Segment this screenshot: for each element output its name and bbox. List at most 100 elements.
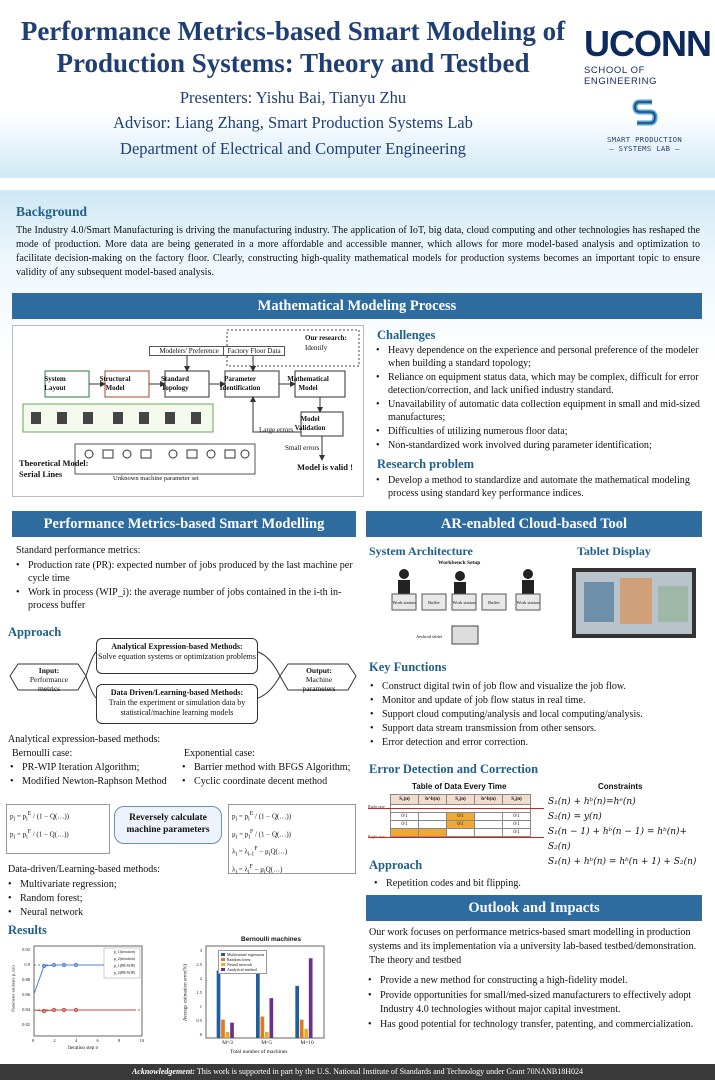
edc-cell: 0/1 xyxy=(502,820,531,829)
research-problem-list: Develop a method to standardize and auto… xyxy=(374,474,694,501)
bernoulli-list: PR-WIP Iteration Algorithm; Modified New… xyxy=(8,761,178,789)
data-driven-box-title: Data Driven/Learning-based Methods: xyxy=(110,688,244,697)
label-unknown-params: Unknown machine parameter set xyxy=(113,475,199,482)
tablet-display-image xyxy=(572,568,696,638)
structural-model-box xyxy=(104,370,150,398)
datadriven-item: Neural network xyxy=(6,906,206,919)
constraints-list: S₁(n) + hᵇ(n)=hᵉ(n) S₂(n) = y(n) S₁(n − … xyxy=(548,795,708,870)
challenge-item: Reliance on equipment status data, which… xyxy=(374,371,704,397)
approach-heading: Approach xyxy=(8,625,62,639)
edc-approach-heading: Approach xyxy=(369,858,423,872)
sps-s-icon xyxy=(631,99,658,126)
bar-mark xyxy=(230,1022,234,1038)
key-functions-heading: Key Functions xyxy=(369,660,447,674)
edc-table-title: Table of Data Every Time xyxy=(412,782,507,791)
bar-mark xyxy=(221,1019,225,1038)
y-tick: 0.84 xyxy=(22,1007,30,1012)
challenge-item: Difficulties of utilizing numerous floor… xyxy=(374,425,704,438)
y-tick: 1.5 xyxy=(196,990,202,995)
label-parameter-identification: Parameter Identification xyxy=(219,375,261,392)
bar-x-categories: M=3 M=5 M=10 xyxy=(208,1040,328,1046)
results-bar-chart: Bernoulli machines 3 2.5 2 1.5 1 0.5 0 A… xyxy=(178,936,328,1058)
bar-legend-entry: Random forest xyxy=(221,957,264,962)
bar-mark xyxy=(256,967,260,1038)
bar-legend-label: Analytical method xyxy=(227,967,257,972)
label-our-research: Our research: xyxy=(305,334,347,342)
pm-metrics-list: Production rate (PR): expected number of… xyxy=(14,559,354,613)
exponential-equations: pi = piE / (1 − Q(…)) μi = piF / (1 − Q(… xyxy=(228,804,356,876)
analytical-box-title: Analytical Expression-based Methods: xyxy=(111,642,243,651)
label-mathematical-model: Mathematical Model xyxy=(287,375,329,392)
y-tick: 0.9 xyxy=(24,962,30,967)
bar-y-ticks: 3 2.5 2 1.5 1 0.5 0 xyxy=(188,944,202,1042)
edc-header-cell: h^b(n) xyxy=(418,794,447,805)
poster-header xyxy=(0,0,715,178)
system-architecture-heading: System Architecture xyxy=(369,544,473,558)
pm-intro: Standard performance metrics: xyxy=(16,545,141,556)
label-system-layout: System Layout xyxy=(44,375,66,392)
input-text: Performance metrics xyxy=(29,675,69,693)
bar-mark xyxy=(260,1016,265,1038)
approach-diagram: Analytical Expression-based Methods: Sol… xyxy=(8,636,358,736)
right-case-label: Right case xyxy=(368,804,385,809)
edc-cell xyxy=(418,820,447,829)
challenges-heading: Challenges xyxy=(377,328,436,342)
line-x-ticks: 0 2 4 6 8 10 xyxy=(32,1038,144,1043)
work-station-label: Work station xyxy=(452,600,476,605)
key-function-item: Construct digital twin of job flow and v… xyxy=(368,680,702,693)
edc-cell: 0/1 xyxy=(446,812,475,821)
constraint-equation: S₁(n) + hᵇ(n)=hᵉ(n) xyxy=(548,797,636,807)
research-item: Develop a method to standardize and auto… xyxy=(374,474,694,500)
bar-mark xyxy=(225,1031,230,1038)
tablet-screen-panel xyxy=(584,582,614,622)
edc-cell xyxy=(474,812,503,821)
right-case-line xyxy=(368,808,544,809)
data-driven-box-text: Train the experiment or simulation data … xyxy=(108,698,246,717)
line-legend: p_1(iteration) p_2(iteration) p_1(PR-WIP… xyxy=(114,949,135,977)
input-title: Input: xyxy=(38,666,60,675)
outlook-item: Provide a new method for constructing a … xyxy=(366,974,700,988)
line-chart-svg xyxy=(33,945,143,1037)
edc-cell xyxy=(446,828,475,837)
edc-approach-list: Repetition codes and bit flipping. xyxy=(372,877,692,891)
constraint-equation: S₂(n) = y(n) xyxy=(548,812,602,822)
bar-mark xyxy=(304,1028,309,1038)
key-function-item: Support cloud computing/analysis and loc… xyxy=(368,708,702,721)
approach-arrows-svg xyxy=(9,651,357,699)
bernoulli-item: PR-WIP Iteration Algorithm; xyxy=(8,761,178,774)
x-tick: 10 xyxy=(139,1038,145,1043)
edc-heading: Error Detection and Correction xyxy=(369,762,539,776)
edc-cell: 0/1 xyxy=(390,820,419,829)
outlook-item: Has good potential for technology transf… xyxy=(366,1018,700,1032)
approach-output: Output: Machine parameters xyxy=(290,666,348,693)
label-factory-floor-data: Factory Floor Data xyxy=(223,346,285,356)
poster-title-line2: Production Systems: Theory and Testbed xyxy=(56,48,530,78)
edc-cell xyxy=(474,828,503,837)
edc-cell xyxy=(474,820,503,829)
bar-legend-label: Neural network xyxy=(227,962,252,967)
sps-logo-line2: — SYSTEMS LAB — xyxy=(609,143,680,153)
ar-tool-banner: AR-enabled Cloud-based Tool xyxy=(366,511,702,537)
edc-cell xyxy=(390,828,419,837)
edc-cell xyxy=(418,812,447,821)
x-tick: 4 xyxy=(75,1038,78,1043)
key-function-item: Support data stream transmission from ot… xyxy=(368,722,702,735)
bar-mark xyxy=(216,970,221,1038)
serial-line-figure xyxy=(22,403,214,433)
edc-header-cell: S₁(n) xyxy=(390,794,419,805)
buffer-label: Buffer xyxy=(488,600,500,605)
outlook-banner: Outlook and Impacts xyxy=(366,895,702,921)
acknowledgement-bar: Acknowledgement: This work is supported … xyxy=(0,1064,715,1080)
outlook-item: Provide opportunities for small/med-size… xyxy=(366,989,700,1017)
outlook-list: Provide a new method for constructing a … xyxy=(366,974,700,1033)
y-tick: 0.86 xyxy=(22,992,30,997)
y-tick: 0.92 xyxy=(22,947,30,952)
exponential-case-label: Exponential case: xyxy=(184,748,255,759)
bar-ylabel: Average estimation error(%) xyxy=(183,963,189,1022)
acknowledgement-text: This work is supported in part by the U.… xyxy=(196,1067,584,1076)
tablet-display-heading: Tablet Display xyxy=(577,544,651,558)
bar-legend-entry: Analytical method xyxy=(221,967,264,972)
challenge-item: Non-standardized work involved during pa… xyxy=(374,439,704,452)
bar-category: M=10 xyxy=(300,1040,314,1046)
workbench-setup-label: Workbench Setup xyxy=(438,560,481,566)
